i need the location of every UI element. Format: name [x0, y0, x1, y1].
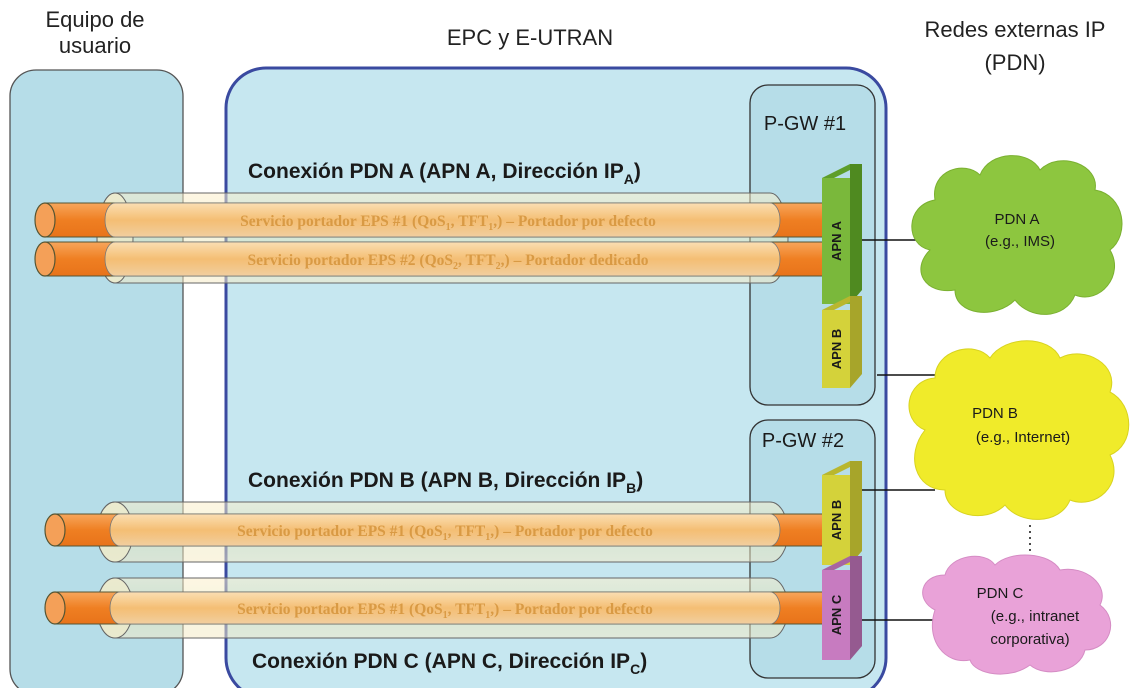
- connection-c-title: Conexión PDN C (APN C, Dirección IPC): [252, 650, 647, 677]
- pdn-b-label-line2: (e.g., Internet): [976, 429, 1070, 446]
- apn-c-block: APN C: [822, 556, 862, 660]
- apn-b2-label: APN B: [829, 500, 844, 540]
- bearer-c1-label: Servicio portador EPS #1 (QoS1, TFT1,) –…: [237, 601, 653, 621]
- bearer-a2: Servicio portador EPS #2 (QoS2, TFT2,) –…: [34, 241, 841, 277]
- pdn-c-label-line1: PDN C: [977, 585, 1024, 602]
- external-networks-header-line1: Redes externas IP: [925, 17, 1106, 42]
- bearer-a2-label: Servicio portador EPS #2 (QoS2, TFT2,) –…: [248, 252, 649, 272]
- connection-a-title: Conexión PDN A (APN A, Dirección IPA): [248, 160, 641, 187]
- epc-header: EPC y E-UTRAN: [447, 25, 613, 50]
- bearer-a1: Servicio portador EPS #1 (QoS1, TFT1,) –…: [34, 202, 841, 238]
- bearer-c1: Servicio portador EPS #1 (QoS1, TFT1,) –…: [44, 591, 841, 625]
- connection-b-title: Conexión PDN B (APN B, Dirección IPB): [248, 469, 643, 496]
- pdn-a-cloud: PDN A (e.g., IMS): [911, 155, 1123, 315]
- ue-header-line2: usuario: [59, 33, 131, 58]
- external-networks-header-line2: (PDN): [984, 50, 1045, 75]
- bearer-a1-label: Servicio portador EPS #1 (QoS1, TFT1,) –…: [240, 213, 656, 233]
- pdn-c-label-line3: corporativa): [990, 631, 1069, 648]
- apn-b2-block: APN B: [822, 461, 862, 565]
- apn-b1-label: APN B: [829, 329, 844, 369]
- apn-c-label: APN C: [829, 594, 844, 635]
- ue-header-line1: Equipo de: [45, 7, 144, 32]
- pgw2-label: P-GW #2: [762, 430, 844, 452]
- pdn-c-label-line2: (e.g., intranet: [991, 608, 1080, 625]
- pdn-a-label-line1: PDN A: [994, 211, 1039, 228]
- bearer-b1-label: Servicio portador EPS #1 (QoS1, TFT1,) –…: [237, 523, 653, 543]
- bearer-b1: Servicio portador EPS #1 (QoS1, TFT1,) –…: [44, 513, 841, 547]
- apn-a-label: APN A: [829, 220, 844, 261]
- pdn-a-label-line2: (e.g., IMS): [985, 233, 1055, 250]
- pdn-b-label-line1: PDN B: [972, 405, 1018, 422]
- apn-b1-block: APN B: [822, 296, 862, 388]
- pgw1-label: P-GW #1: [764, 113, 846, 135]
- pdn-c-cloud: PDN C (e.g., intranet corporativa): [922, 554, 1112, 675]
- pdn-b-cloud: PDN B (e.g., Internet): [908, 340, 1130, 520]
- apn-a-block: APN A: [822, 164, 862, 304]
